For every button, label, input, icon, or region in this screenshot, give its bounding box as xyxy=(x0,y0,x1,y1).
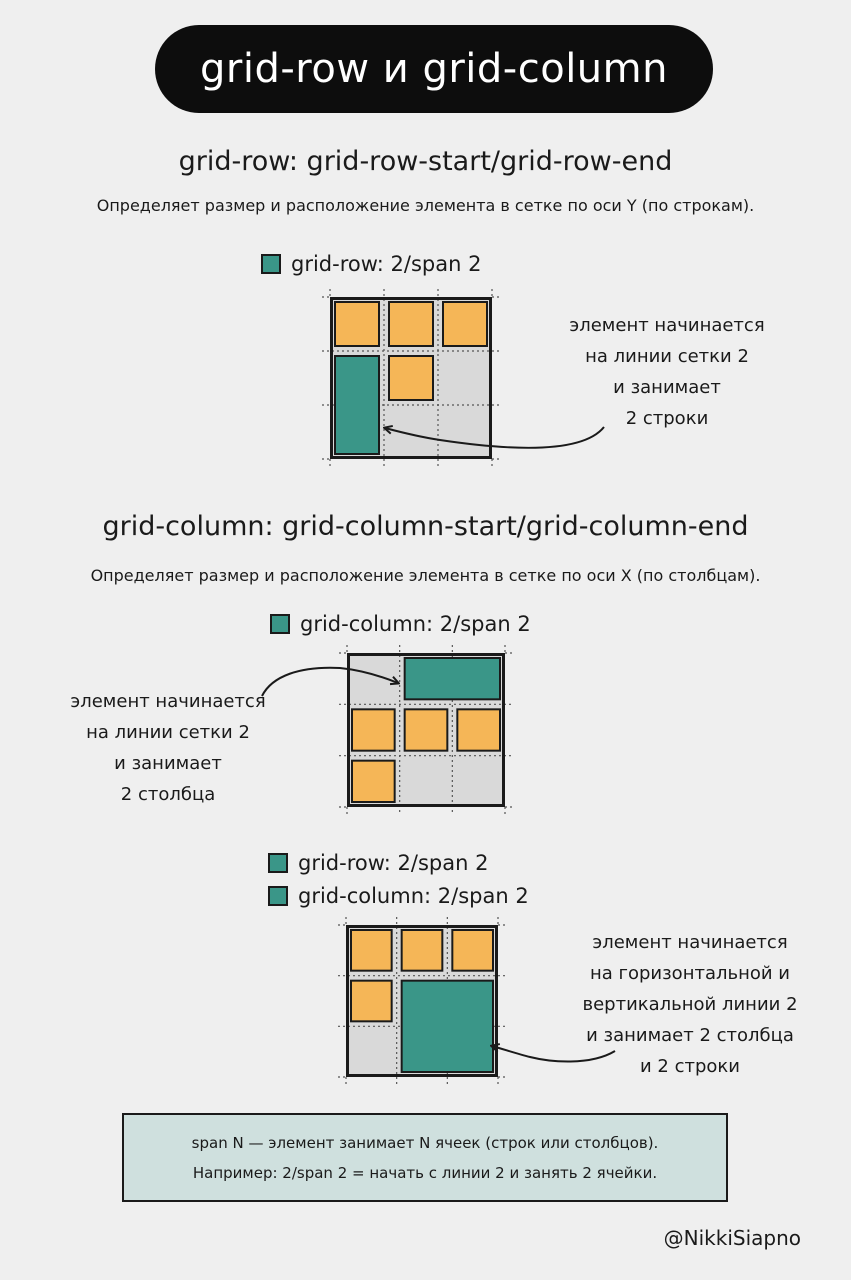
legend-label: grid-column: 2/span 2 xyxy=(298,884,529,908)
note-line: вертикальной линии 2 xyxy=(582,994,798,1015)
page-title: grid-row и grid-column xyxy=(200,46,668,92)
grid-column-heading: grid-column: grid-column-start/grid-colu… xyxy=(102,511,749,542)
legend-label: grid-column: 2/span 2 xyxy=(300,612,531,636)
legend-label: grid-row: 2/span 2 xyxy=(298,851,489,875)
grid-item xyxy=(351,708,396,752)
grid-column-legend: grid-column: 2/span 2 xyxy=(270,612,531,636)
author-signature: @NikkiSiapno xyxy=(663,1226,801,1250)
legend-swatch xyxy=(268,853,288,873)
grid-row-heading: grid-row: grid-row-start/grid-row-end xyxy=(178,146,673,177)
grid-item xyxy=(442,301,488,347)
info-box: span N — элемент занимает N ячеек (строк… xyxy=(122,1113,728,1202)
grid-both-legend-row: grid-row: 2/span 2 xyxy=(268,851,488,875)
info-line-2: Например: 2/span 2 = начать с линии 2 и … xyxy=(192,1163,658,1182)
grid-highlight-item xyxy=(400,979,495,1074)
note-line: 2 строки xyxy=(625,408,709,429)
grid-both-diagram xyxy=(338,917,506,1085)
grid-item xyxy=(334,301,380,347)
note-line: элемент начинается xyxy=(569,315,765,336)
note-line: и занимает xyxy=(613,377,721,398)
grid-column-note: элемент начинается на линии сетки 2 и за… xyxy=(48,686,288,810)
grid-border xyxy=(330,297,492,459)
note-line: на линии сетки 2 xyxy=(86,722,250,743)
grid-item xyxy=(403,708,449,752)
grid-row-note: элемент начинается на линии сетки 2 и за… xyxy=(547,310,787,434)
grid-item xyxy=(388,301,434,347)
grid-highlight-item xyxy=(334,355,380,455)
note-line: и занимает xyxy=(114,753,222,774)
grid-item xyxy=(456,708,502,752)
legend-label: grid-row: 2/span 2 xyxy=(291,252,482,276)
grid-item xyxy=(451,929,495,972)
grid-row-diagram xyxy=(322,289,500,467)
note-line: и 2 строки xyxy=(640,1056,740,1077)
grid-item xyxy=(350,979,393,1023)
grid-column-diagram xyxy=(339,645,513,815)
grid-item xyxy=(350,929,393,972)
grid-border xyxy=(346,925,498,1077)
grid-item xyxy=(388,355,434,401)
grid-border xyxy=(347,653,505,807)
note-line: элемент начинается xyxy=(592,932,788,953)
grid-highlight-item xyxy=(403,657,502,701)
info-line-1: span N — элемент занимает N ячеек (строк… xyxy=(191,1133,659,1152)
grid-column-description: Определяет размер и расположение элемент… xyxy=(90,566,761,585)
grid-both-note: элемент начинается на горизонтальной и в… xyxy=(570,927,810,1082)
grid-row-legend: grid-row: 2/span 2 xyxy=(261,252,481,276)
note-line: на горизонтальной и xyxy=(590,963,790,984)
legend-swatch xyxy=(270,614,290,634)
grid-item xyxy=(351,759,396,803)
note-line: элемент начинается xyxy=(70,691,266,712)
legend-swatch xyxy=(268,886,288,906)
grid-both-legend-column: grid-column: 2/span 2 xyxy=(268,884,529,908)
title-banner: grid-row и grid-column xyxy=(155,25,713,113)
grid-row-description: Определяет размер и расположение элемент… xyxy=(96,196,755,215)
grid-item xyxy=(400,929,444,972)
note-line: 2 столбца xyxy=(120,784,216,805)
note-line: и занимает 2 столбца xyxy=(586,1025,794,1046)
note-line: на линии сетки 2 xyxy=(585,346,749,367)
legend-swatch xyxy=(261,254,281,274)
